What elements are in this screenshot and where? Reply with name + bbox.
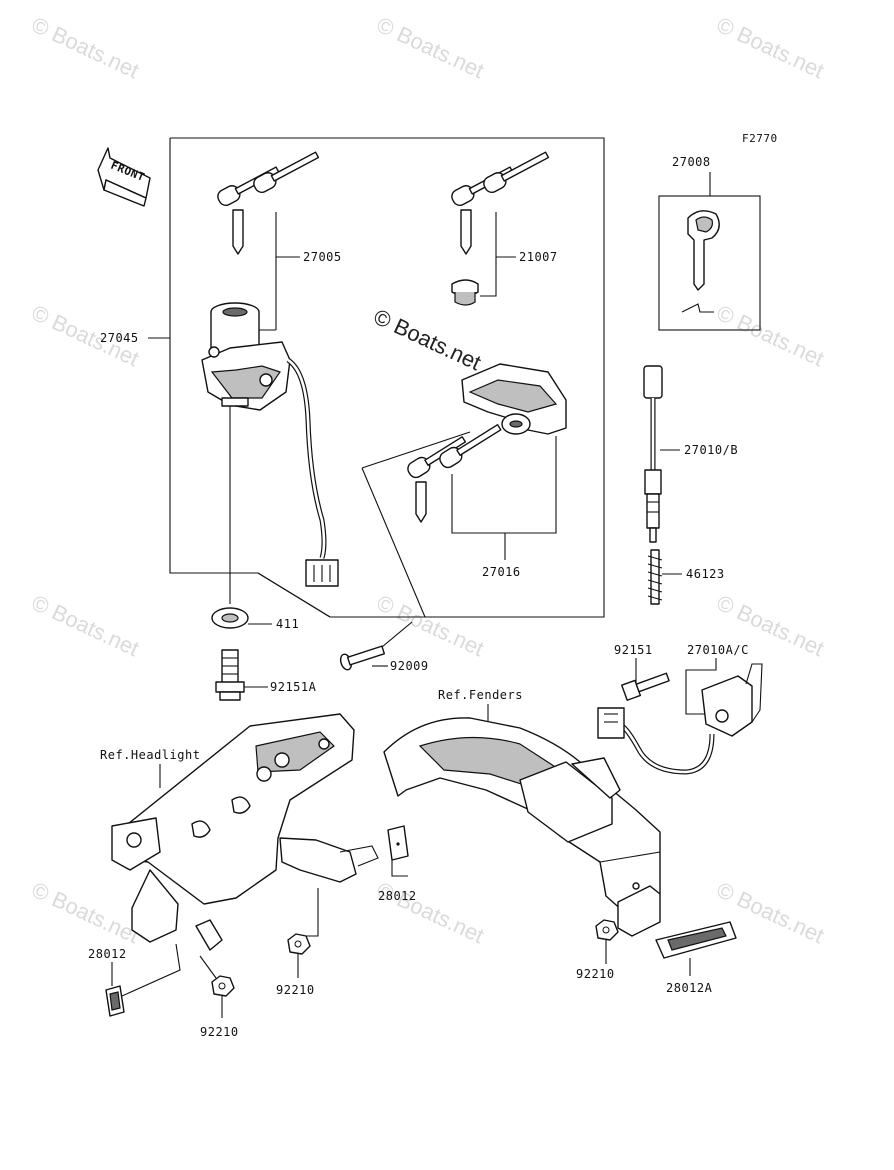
nut-92210-right-icon — [595, 919, 619, 941]
bolt-92151a-icon — [215, 649, 245, 701]
label-27010ac: 27010A/C — [687, 643, 749, 657]
label-27010b: 27010/B — [684, 443, 738, 457]
label-27008: 27008 — [672, 155, 711, 169]
label-92151: 92151 — [614, 643, 653, 657]
leader-27005 — [275, 212, 300, 258]
seat-lock-icon — [407, 363, 567, 523]
headlight-bracket-icon — [111, 713, 379, 951]
leader-27016 — [451, 436, 557, 534]
watermark-tile: © Boats.net — [28, 877, 143, 948]
label-28012a: 28012A — [666, 981, 713, 995]
watermark-tile: © Boats.net — [373, 12, 488, 83]
key-set-21007-icon — [451, 151, 550, 306]
assembly-frame-27045 — [148, 137, 605, 618]
watermark-tile: © Boats.net — [713, 12, 828, 83]
label-92210-right: 92210 — [576, 967, 615, 981]
ignition-switch-icon — [201, 302, 339, 587]
watermark-center: © Boats.net — [370, 304, 485, 375]
washer-411-icon — [211, 607, 249, 629]
label-21007: 21007 — [519, 250, 558, 264]
label-28012-center: 28012 — [378, 889, 417, 903]
bolt-92151-icon — [621, 672, 670, 701]
label-28012-left: 28012 — [88, 947, 127, 961]
label-92151a: 92151A — [270, 680, 317, 694]
watermark-tile: © Boats.net — [28, 12, 143, 83]
label-411: 411 — [276, 617, 299, 631]
label-92210-left: 92210 — [200, 1025, 239, 1039]
leader-21007 — [495, 212, 516, 258]
label-27005: 27005 — [303, 250, 342, 264]
label-46123: 46123 — [686, 567, 725, 581]
label-27016: 27016 — [482, 565, 521, 579]
label-92210-mid: 92210 — [276, 983, 315, 997]
label-ref-headlight: Ref.Headlight — [100, 748, 200, 762]
key-blank-icon — [681, 210, 720, 313]
watermark-tile: © Boats.net — [713, 300, 828, 371]
label-92009: 92009 — [390, 659, 429, 673]
fender-icon — [383, 717, 661, 937]
screw-92009-icon — [339, 645, 386, 671]
nut-92210-left-icon — [211, 975, 235, 997]
pad-28012-center-icon — [387, 825, 409, 861]
reflector-28012a-icon — [655, 921, 737, 959]
label-ref-fenders: Ref.Fenders — [438, 688, 523, 702]
switch-27010ac-icon — [597, 663, 763, 775]
front-arrow-icon: FRONT — [97, 147, 151, 207]
label-27045: 27045 — [100, 331, 139, 345]
watermark-tile: © Boats.net — [28, 590, 143, 661]
watermark-tile: © Boats.net — [373, 877, 488, 948]
ignition-key-set-icon — [217, 151, 320, 255]
spring-46123-icon — [647, 549, 663, 605]
sensor-27010b-icon — [643, 365, 663, 543]
watermark-tile: © Boats.net — [373, 590, 488, 661]
figure-code: F2770 — [742, 132, 778, 145]
nut-92210-mid-icon — [287, 933, 311, 955]
pad-28012-left-icon — [105, 985, 125, 1017]
